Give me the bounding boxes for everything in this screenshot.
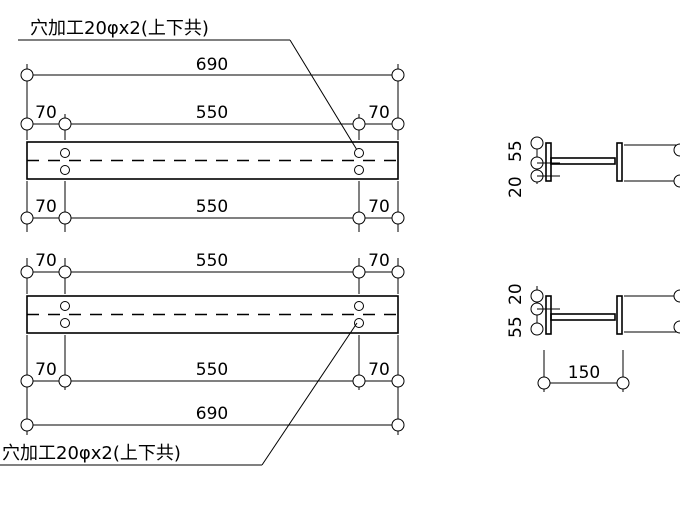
hole [354,301,364,311]
dim-terminator [616,376,630,390]
dim-terminator [352,374,366,388]
section-plate [616,142,623,182]
dim-terminator [530,322,544,336]
dim-terminator [391,117,405,131]
section-view-bottom: 55 20 150 [506,283,680,392]
dim-right-label: 70 [368,251,390,271]
dim-left-label: 70 [35,360,57,380]
dim-terminator [673,320,680,334]
dim-right-label: 70 [368,103,390,123]
top-note-leader [289,39,358,151]
bottom-note-leader [261,322,358,466]
dim-left-label: 70 [35,197,57,217]
section-flange [550,313,616,321]
top-hole-note: 穴加工20φx2(上下共) [18,18,358,151]
dim-terminator [20,117,34,131]
dim-terminator [352,265,366,279]
dim-mid-label: 550 [196,251,228,271]
dim-right-label: 70 [368,360,390,380]
section-dim-b: 55 [506,140,526,162]
plan-view-bottom: 70 550 70 70 550 70 690 [20,251,405,435]
dim-left-label: 70 [35,103,57,123]
dim-terminator [530,289,544,303]
dim-terminator [391,265,405,279]
dim-mid-label: 550 [196,197,228,217]
hole [60,318,70,328]
hole [60,148,70,158]
dim-terminator [673,143,680,157]
dim-terminator [352,117,366,131]
dim-mid-label: 550 [196,360,228,380]
section-view-top: 20 55 [506,136,680,198]
hole [60,301,70,311]
section-width-label: 150 [568,363,600,383]
dim-terminator [352,211,366,225]
hole [354,165,364,175]
dim-terminator [20,265,34,279]
dim-overall-label: 690 [196,404,228,424]
dim-right-label: 70 [368,197,390,217]
plan-view-top: 690 70 550 70 70 550 70 [20,55,405,232]
dim-terminator [58,211,72,225]
section-dim-b: 20 [506,283,526,305]
dim-terminator [391,68,405,82]
dim-mid-label: 550 [196,103,228,123]
section-dim-a: 20 [506,176,526,198]
dim-terminator [391,374,405,388]
dim-terminator [20,68,34,82]
dim-terminator [58,265,72,279]
dim-terminator [58,117,72,131]
dim-terminator [20,211,34,225]
hole [354,318,364,328]
dim-terminator [20,418,34,432]
dim-terminator [673,289,680,303]
dim-terminator [58,374,72,388]
dim-terminator [673,174,680,188]
section-dim-a: 55 [506,316,526,338]
dim-terminator [530,136,544,150]
top-hole-note-text: 穴加工20φx2(上下共) [30,18,209,39]
dim-terminator [391,211,405,225]
section-flange [550,157,616,165]
dim-left-label: 70 [35,251,57,271]
dim-terminator [20,374,34,388]
bottom-hole-note: 穴加工20φx2(上下共) [0,322,358,466]
hole [60,165,70,175]
dim-overall-label: 690 [196,55,228,75]
bottom-hole-note-text: 穴加工20φx2(上下共) [2,443,181,464]
dim-terminator [537,376,551,390]
dim-terminator [391,418,405,432]
section-plate [616,295,623,335]
hole [354,148,364,158]
